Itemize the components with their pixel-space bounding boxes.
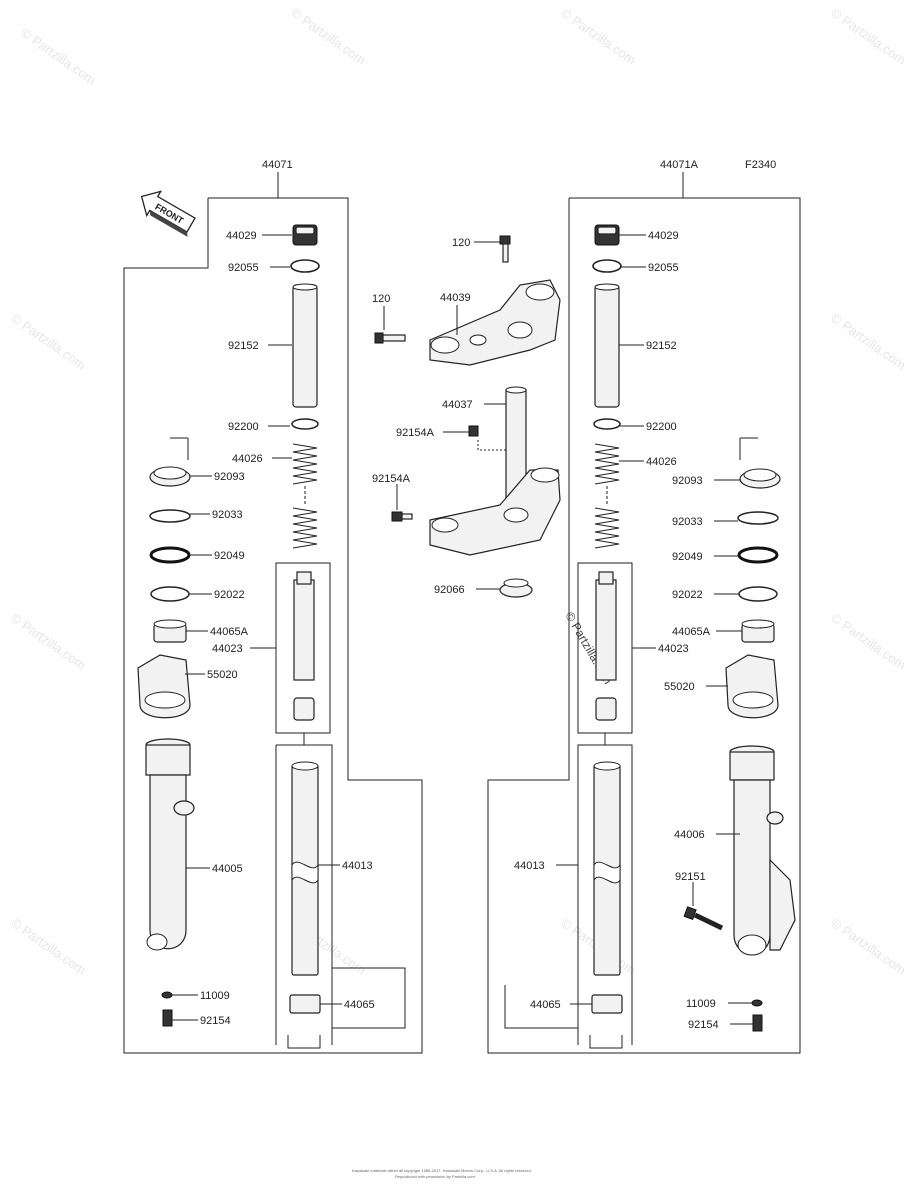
watermark: © Partzilla.com [828, 915, 908, 978]
assembly-label-right: 44071A [660, 159, 699, 171]
part-number-label: 11009 [200, 990, 230, 1002]
part-number-label: 92022 [672, 589, 703, 601]
part-number-label: 92093 [672, 475, 703, 487]
part-number-label: 44029 [226, 230, 257, 242]
watermark: © Partzilla.com [288, 5, 368, 68]
watermark: © Partzilla.com [558, 5, 638, 68]
part-number-label: 92049 [672, 551, 703, 563]
part-number-label: 92152 [228, 340, 259, 352]
part-number-label: 44026 [646, 456, 677, 468]
watermark: © Partzilla.com [8, 915, 88, 978]
spring-icon [594, 443, 620, 549]
watermark: © Partzilla.com [18, 25, 98, 88]
part-number-label: 92154 [688, 1019, 719, 1031]
part-number-label: 120 [452, 237, 470, 249]
part-number-label: 92152 [646, 340, 677, 352]
part-number-label: 92049 [214, 550, 245, 562]
part-number-label: 92093 [214, 471, 245, 483]
watermark-group: © Partzilla.com © Partzilla.com © Partzi… [8, 5, 908, 978]
diagram-id: F2340 [745, 159, 776, 171]
part-number-label: 92022 [214, 589, 245, 601]
part-number-label: 44037 [442, 399, 473, 411]
part-number-label: 92154A [372, 473, 411, 485]
part-number-label: 44006 [674, 829, 705, 841]
part-number-label: 55020 [664, 681, 695, 693]
right-parts: 44029 92055 92152 92200 44026 92093 9203… [504, 224, 796, 1049]
part-number-label: 44013 [342, 860, 373, 872]
footer-line-2: Reproduced with permission by Partzilla.… [395, 1174, 475, 1179]
left-parts: 44029 92055 92152 92200 44026 92093 [137, 224, 375, 1049]
part-number-label: 44065 [530, 999, 561, 1011]
watermark: © Partzilla.com [828, 5, 908, 68]
part-number-label: 44039 [440, 292, 471, 304]
part-number-label: 44026 [232, 453, 263, 465]
part-number-label: 55020 [207, 669, 238, 681]
watermark: © Partzilla.com [8, 310, 88, 373]
part-number-label: 92154 [200, 1015, 231, 1027]
right-assembly-outline [487, 197, 801, 1054]
left-assembly-outline [123, 197, 423, 1054]
front-arrow-icon: FRONT [140, 190, 196, 237]
part-number-label: 92200 [646, 421, 677, 433]
part-number-label: 92033 [212, 509, 243, 521]
part-number-label: 92200 [228, 421, 259, 433]
part-number-label: 44029 [648, 230, 679, 242]
part-number-label: 11009 [686, 998, 716, 1010]
part-number-label: 92154A [396, 427, 435, 439]
center-parts: 120 44039 120 44037 92154A 92154A [372, 235, 561, 598]
part-number-label: 44023 [212, 643, 243, 655]
part-number-label: 44023 [658, 643, 689, 655]
spring-icon [292, 440, 318, 549]
part-number-label: 92055 [648, 262, 679, 274]
part-number-label: 120 [372, 293, 390, 305]
part-number-label: 92151 [675, 871, 706, 883]
part-number-label: 44065A [210, 626, 249, 638]
watermark: © Partzilla.com [8, 610, 88, 673]
footer-line-1: Kawasaki materials within all copyright … [352, 1168, 532, 1173]
part-number-label: 44065A [672, 626, 711, 638]
part-number-label: 44013 [514, 860, 545, 872]
part-number-label: 92055 [228, 262, 259, 274]
part-number-label: 44065 [344, 999, 375, 1011]
assembly-label-left: 44071 [262, 159, 293, 171]
part-number-label: 44005 [212, 863, 243, 875]
watermark: © Partzilla.com [828, 610, 908, 673]
part-number-label: 92066 [434, 584, 465, 596]
part-number-label: 92033 [672, 516, 703, 528]
watermark: © Partzilla.com [828, 310, 908, 373]
